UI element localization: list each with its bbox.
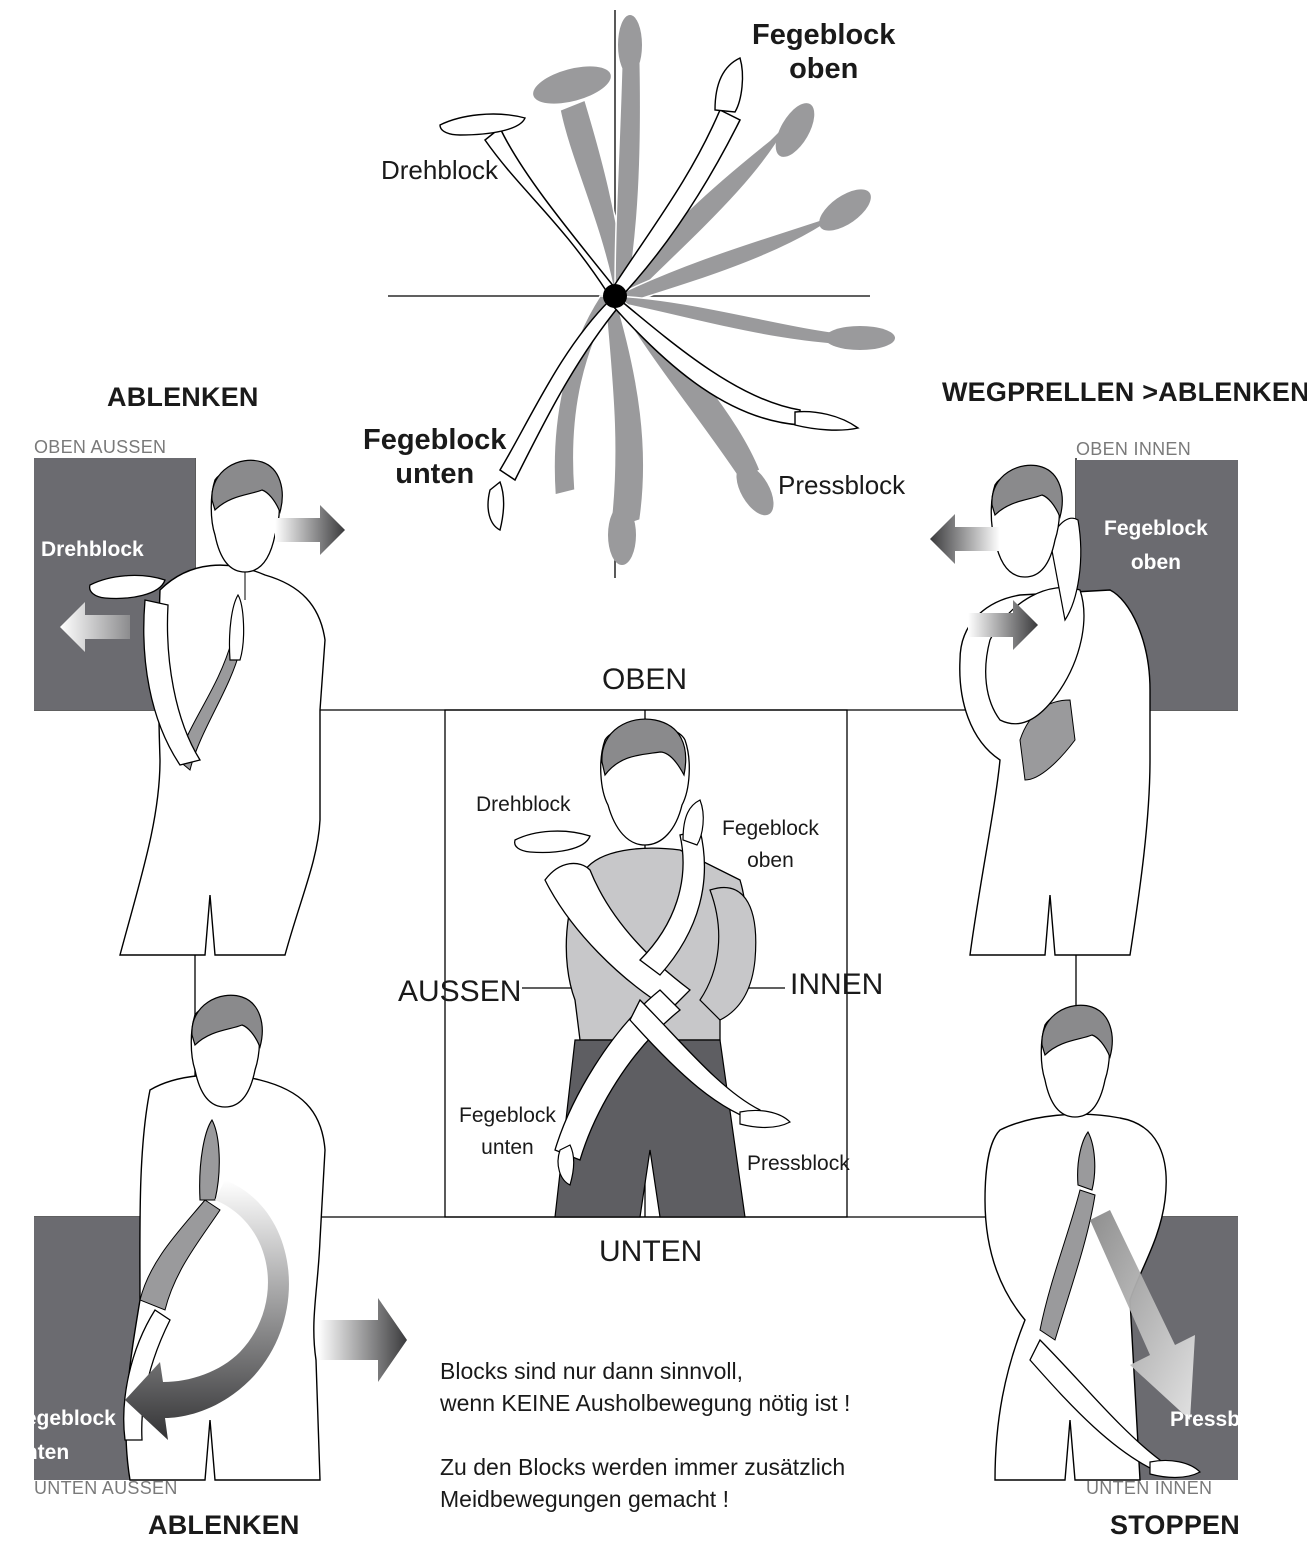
note-line-4: Zu den Blocks werden immer zusätzlich (440, 1451, 850, 1483)
center-label-unten: UNTEN (599, 1235, 702, 1269)
panel-top-left (34, 458, 345, 955)
center-fegeblock-oben-line1: Fegeblock (722, 813, 819, 845)
quadrant-unten-aussen: UNTEN AUSSEN (34, 1478, 178, 1499)
wheel-fegeblock-oben-line2: oben (752, 52, 895, 86)
wheel-label-drehblock: Drehblock (381, 155, 498, 186)
wheel-fegeblock-unten-line1: Fegeblock (363, 423, 506, 457)
quadrant-oben-aussen: OBEN AUSSEN (34, 437, 166, 458)
panel-fegeblock-unten-line2: unten (12, 1436, 116, 1470)
center-fegeblock-oben-line2: oben (722, 845, 819, 877)
center-label-aussen: AUSSEN (398, 975, 521, 1009)
quadrant-unten-innen: UNTEN INNEN (1086, 1478, 1212, 1499)
wheel-fegeblock-unten-line2: unten (363, 457, 506, 491)
note-line-2: wenn KEINE Ausholbewegung nötig ist ! (440, 1387, 850, 1419)
wheel-label-pressblock: Pressblock (778, 470, 905, 501)
wheel-label-fegeblock-oben: Fegeblock oben (752, 18, 895, 86)
center-fegeblock-unten-line2: unten (459, 1132, 556, 1164)
center-fegeblock-unten-line1: Fegeblock (459, 1100, 556, 1132)
heading-bottom-left: ABLENKEN (148, 1510, 300, 1541)
quadrant-oben-innen: OBEN INNEN (1076, 439, 1191, 460)
note-line-3 (440, 1419, 850, 1451)
panel-label-pressblock: Pressblock (1170, 1408, 1282, 1432)
panel-label-fegeblock-unten: Fegeblock unten (12, 1402, 116, 1470)
heading-bottom-right: STOPPEN (1110, 1510, 1240, 1541)
center-label-pressblock: Pressblock (747, 1152, 850, 1176)
notes-block: Blocks sind nur dann sinnvoll, wenn KEIN… (440, 1355, 850, 1515)
heading-top-left: ABLENKEN (107, 382, 259, 413)
panel-label-fegeblock-oben: Fegeblock oben (1104, 512, 1208, 580)
center-label-drehblock: Drehblock (476, 793, 571, 817)
panel-fegeblock-oben-line1: Fegeblock (1104, 512, 1208, 546)
wheel-label-fegeblock-unten: Fegeblock unten (363, 423, 506, 491)
panel-fegeblock-unten-line1: Fegeblock (12, 1402, 116, 1436)
center-label-fegeblock-oben: Fegeblock oben (722, 813, 819, 877)
panel-fegeblock-oben-line2: oben (1104, 546, 1208, 580)
center-label-innen: INNEN (790, 968, 883, 1002)
panel-label-drehblock: Drehblock (41, 538, 144, 562)
center-label-oben: OBEN (602, 663, 687, 697)
heading-top-right: WEGPRELLEN >ABLENKEN (942, 377, 1307, 408)
note-line-5: Meidbewegungen gemacht ! (440, 1483, 850, 1515)
wheel-fegeblock-oben-line1: Fegeblock (752, 18, 895, 52)
note-line-1: Blocks sind nur dann sinnvoll, (440, 1355, 850, 1387)
center-label-fegeblock-unten: Fegeblock unten (459, 1100, 556, 1164)
